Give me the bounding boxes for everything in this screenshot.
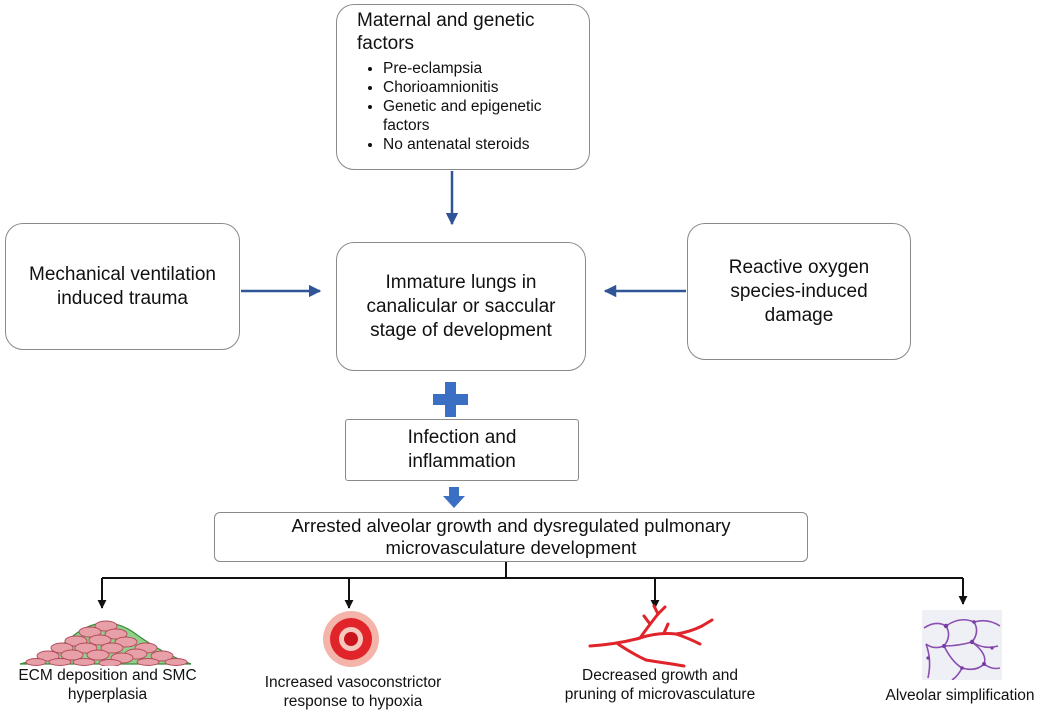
plus-icon	[433, 382, 468, 417]
vessel-cross-section-icon	[323, 611, 379, 667]
immature-lungs-box: Immature lungs in canalicular or saccula…	[336, 242, 586, 371]
branch-connector	[97, 562, 968, 609]
microvasculature-icon	[588, 604, 714, 668]
outcome-vasoconstrictor-label: Increased vasoconstrictor response to hy…	[264, 674, 442, 710]
alveolar-histology-icon	[922, 610, 1002, 680]
arrested-growth-box: Arrested alveolar growth and dysregulate…	[214, 512, 808, 562]
list-item: Chorioamnionitis	[383, 78, 577, 97]
outcome-alveolar-label: Alveolar simplification	[885, 687, 1035, 704]
infection-inflammation-label: Infection and inflammation	[407, 427, 517, 472]
maternal-factor-list: Pre-eclampsia Chorioamnionitis Genetic a…	[357, 59, 577, 154]
mechanical-ventilation-label: Mechanical ventilation induced trauma	[29, 263, 216, 309]
list-item: Genetic and epigenetic factors	[383, 97, 577, 135]
arrested-growth-label: Arrested alveolar growth and dysregulate…	[291, 515, 731, 558]
list-item: No antenatal steroids	[383, 135, 577, 154]
reactive-oxygen-box: Reactive oxygen species-induced damage	[687, 223, 911, 360]
reactive-oxygen-label: Reactive oxygen species-induced damage	[728, 256, 870, 326]
mechanical-ventilation-box: Mechanical ventilation induced trauma	[5, 223, 240, 350]
list-item: Pre-eclampsia	[383, 59, 577, 78]
outcome-ecm-label: ECM deposition and SMC hyperplasia	[18, 667, 197, 703]
down-arrow-icon	[443, 487, 465, 508]
infection-inflammation-box: Infection and inflammation	[345, 419, 579, 481]
immature-lungs-label: Immature lungs in canalicular or saccula…	[366, 271, 556, 341]
maternal-genetic-factors-box: Maternal and genetic factors Pre-eclamps…	[336, 4, 590, 170]
outcome-microvasculature-label: Decreased growth and pruning of microvas…	[564, 667, 756, 703]
maternal-title: Maternal and genetic factors	[357, 10, 535, 54]
smc-hyperplasia-icon	[19, 620, 192, 666]
